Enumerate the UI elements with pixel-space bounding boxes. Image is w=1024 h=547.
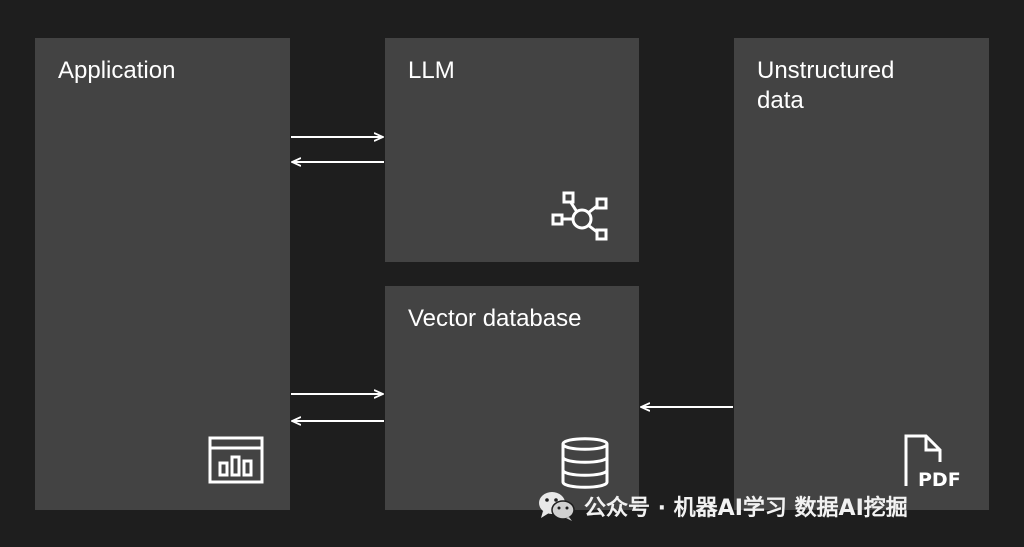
pdf-icon-label: PDF (918, 469, 961, 490)
dashboard-chart-icon (208, 436, 264, 484)
llm-box: LLM (385, 38, 639, 262)
llm-label: LLM (408, 57, 455, 84)
vector-database-label: Vector database (408, 305, 582, 332)
watermark-text: 公众号 · 机器AI学习 数据AI挖掘 (584, 496, 908, 521)
database-icon (561, 437, 609, 489)
application-box: Application (35, 38, 290, 510)
application-label: Application (58, 57, 176, 84)
watermark: 公众号 · 机器AI学习 数据AI挖掘 (538, 488, 908, 524)
unstructured-data-label: Unstructured data (757, 57, 895, 114)
vector-database-box: Vector database (385, 286, 639, 510)
network-hub-icon (551, 191, 608, 241)
pdf-file-icon: PDF (904, 434, 961, 490)
unstructured-data-box: Unstructured data PDF (734, 38, 989, 510)
wechat-icon (539, 492, 575, 521)
